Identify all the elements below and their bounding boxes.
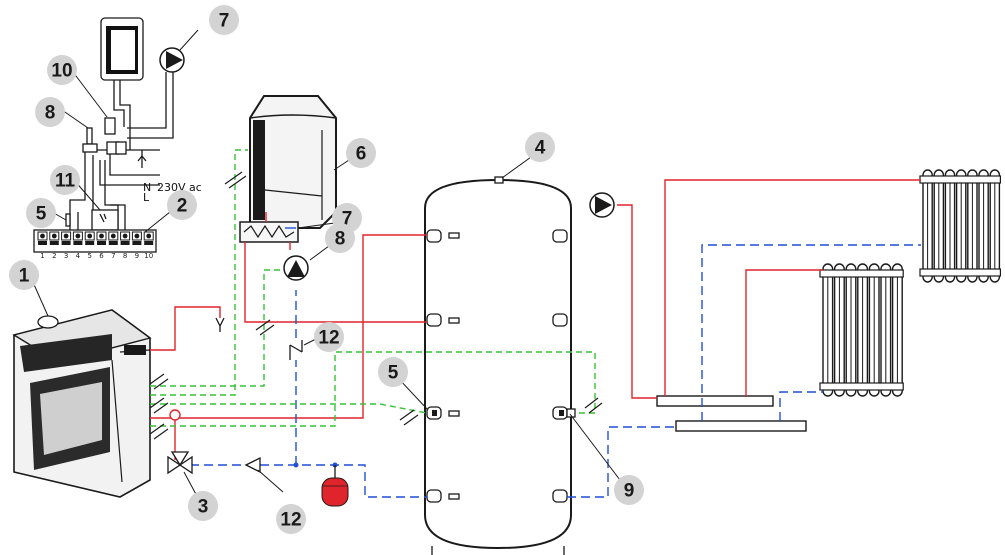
- terminal-label: 4: [76, 252, 81, 260]
- svg-text:12: 12: [318, 328, 339, 349]
- badge-boiler: 6: [346, 138, 376, 168]
- terminal-3: 3: [61, 231, 72, 260]
- controller-box: [91, 209, 119, 231]
- svg-text:12: 12: [280, 510, 301, 531]
- check-valve-mid: [288, 340, 304, 360]
- mixing-valve: [167, 451, 193, 475]
- terminal-2: 2: [49, 231, 60, 260]
- badge-mixing-valve: 3: [188, 491, 218, 521]
- radiator-bottom: [819, 263, 904, 397]
- pump-mid: [283, 255, 309, 281]
- svg-text:8: 8: [45, 103, 56, 124]
- svg-text:3: 3: [198, 497, 209, 518]
- svg-text:7: 7: [342, 209, 353, 230]
- junction-dot: [293, 462, 299, 468]
- badge-check-valve-mid: 12: [314, 322, 344, 352]
- return-manifold: [675, 420, 807, 432]
- heat-exchanger: [239, 221, 299, 243]
- pump-right: [589, 192, 615, 218]
- terminal-label: 3: [64, 252, 68, 260]
- pump-top: [159, 47, 185, 73]
- tank-ports-left: [426, 229, 460, 503]
- terminal-label: 5: [87, 252, 91, 260]
- badge-sensor-left: 5: [378, 357, 408, 387]
- badge-sensor-top: 5: [26, 198, 56, 228]
- badge-controller: 11: [50, 165, 80, 195]
- return-pipes: [190, 227, 921, 498]
- terminal-10: 10: [143, 231, 154, 260]
- svg-text:8: 8: [335, 229, 346, 250]
- tank-sensor-probes: [432, 410, 564, 416]
- badge-stove: 1: [9, 260, 39, 290]
- terminal-label: 2: [52, 252, 56, 260]
- flow-pipes: [150, 179, 921, 460]
- terminal-7: 7: [108, 231, 119, 260]
- terminal-9: 9: [131, 231, 142, 260]
- svg-text:5: 5: [36, 204, 47, 225]
- thermostat-top: [82, 127, 98, 153]
- relay-box: [104, 117, 127, 155]
- terminal-4: 4: [72, 231, 83, 260]
- flow-manifold: [656, 395, 774, 407]
- terminal-5: 5: [84, 231, 95, 260]
- pellet-stove: [12, 309, 152, 498]
- terminal-label: 6: [99, 252, 104, 260]
- cable-marks: [149, 171, 603, 440]
- vent-fitting: [215, 317, 225, 332]
- svg-text:11: 11: [55, 171, 76, 192]
- terminal-label: 9: [135, 252, 139, 260]
- schematic-wires: [69, 72, 174, 240]
- terminal-label: 1: [40, 252, 44, 260]
- badge-pump-top: 7: [209, 5, 239, 35]
- badge-terminal-block: 2: [167, 190, 197, 220]
- expansion-vessel: [321, 465, 349, 507]
- badge-buffer-tank: 4: [525, 132, 555, 162]
- terminal-label: 10: [144, 252, 153, 260]
- badge-thermostat: 8: [35, 97, 65, 127]
- badge-relay: 10: [47, 55, 77, 85]
- check-valve-bottom: [244, 456, 261, 474]
- svg-text:6: 6: [356, 144, 367, 165]
- svg-text:7: 7: [219, 11, 230, 32]
- terminal-label: 7: [111, 252, 115, 260]
- badge-check-valve-bottom: 12: [276, 504, 306, 534]
- flow-sensor: [169, 409, 181, 421]
- boiler-unit: [249, 95, 337, 229]
- voltage-label: 230V ac: [157, 181, 202, 194]
- svg-text:9: 9: [624, 481, 635, 502]
- svg-text:4: 4: [535, 138, 546, 159]
- terminal-1: 1: [37, 231, 48, 260]
- number-badges: 1 2 3 4 5 5 6 7 7 8 8 9 10 11 12 12: [9, 5, 644, 534]
- radiator-top: [919, 169, 1002, 283]
- neutral-label: N: [143, 181, 151, 194]
- svg-text:2: 2: [177, 196, 188, 217]
- terminal-6: 6: [96, 231, 107, 260]
- boiler-icon-small: [100, 17, 144, 81]
- badge-sensor-right: 9: [614, 475, 644, 505]
- svg-text:1: 1: [19, 266, 30, 287]
- line-label: L: [143, 191, 150, 204]
- signal-wires: [150, 149, 596, 427]
- terminal-label: 8: [123, 252, 127, 260]
- svg-text:10: 10: [51, 61, 72, 82]
- svg-text:5: 5: [388, 363, 399, 384]
- badge-pump-mid: 8: [325, 223, 355, 253]
- terminal-8: 8: [120, 231, 131, 260]
- buffer-tank: [424, 176, 576, 555]
